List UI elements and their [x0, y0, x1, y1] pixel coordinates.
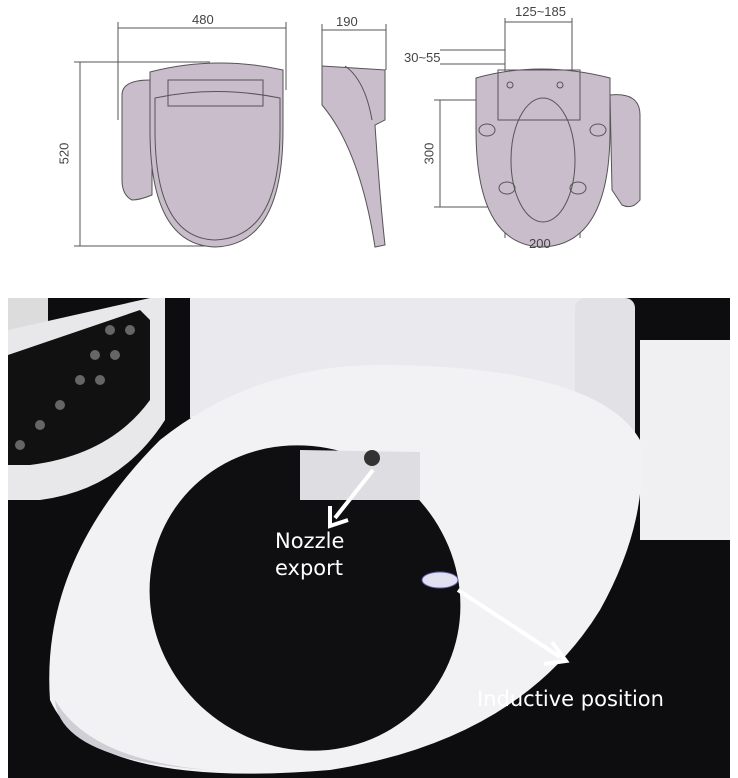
opening-outline [510, 97, 576, 223]
width-480-label: 480 [192, 12, 214, 27]
control-panel [8, 310, 150, 465]
side-view [321, 24, 387, 248]
side-profile [321, 65, 386, 248]
seat-lid [190, 298, 600, 418]
back-body [475, 68, 611, 248]
nozzle-export-callout: Nozzle export [275, 528, 344, 582]
inductive-arrow [456, 588, 562, 659]
front-view [74, 22, 287, 248]
nozzle-arrow [333, 468, 375, 520]
callout-line-2: export [275, 556, 344, 580]
height-520-label: 520 [56, 142, 72, 165]
callout-line-1: Nozzle [275, 529, 345, 553]
inductive-position-callout: Inductive position [477, 687, 664, 711]
front-lid [149, 62, 284, 248]
sensor-sticker [421, 571, 459, 589]
front-arm [121, 79, 153, 201]
depth-190-label: 190 [336, 14, 358, 29]
dimension-diagram [74, 18, 641, 248]
back-arm [609, 94, 641, 208]
mount-offset-label: 30~55 [404, 50, 441, 65]
nozzle [364, 450, 380, 466]
opening-width-label: 200 [529, 236, 551, 251]
back-view [434, 18, 641, 248]
mount-spacing-label: 125~185 [515, 4, 566, 19]
control-panel-housing [8, 298, 165, 500]
opening-length-label: 300 [421, 142, 437, 165]
